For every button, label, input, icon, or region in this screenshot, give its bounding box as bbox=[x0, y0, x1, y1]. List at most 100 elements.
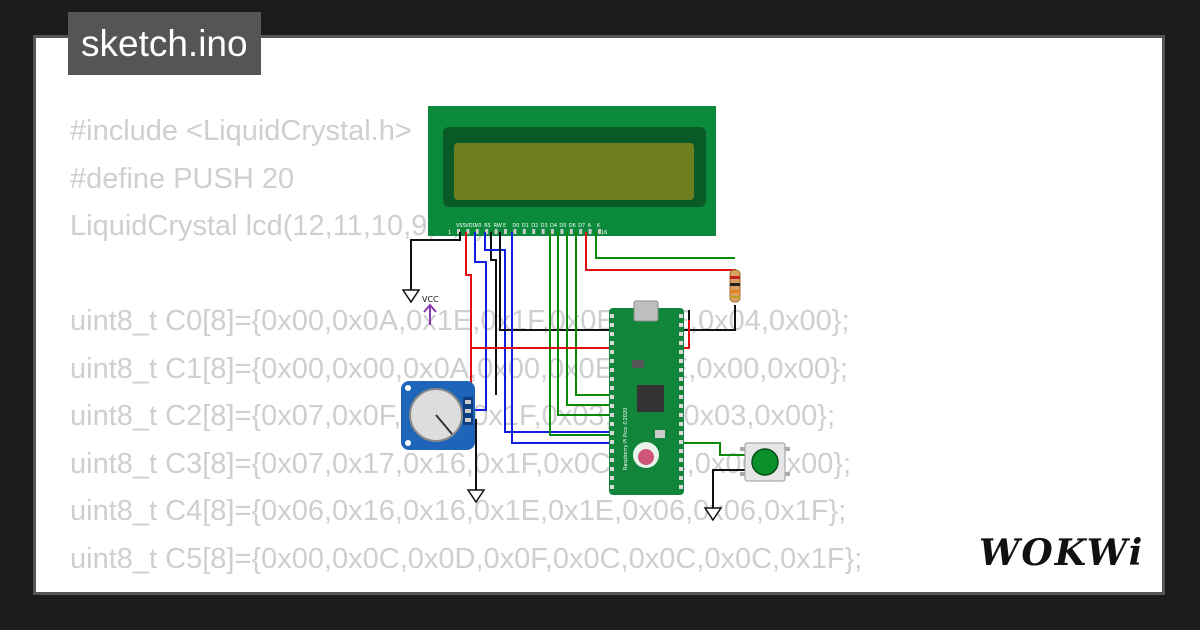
lcd-pin[interactable] bbox=[541, 229, 545, 234]
wire-blue-v0 bbox=[463, 232, 487, 411]
pico-pin[interactable] bbox=[610, 404, 614, 408]
wire-green-button bbox=[680, 442, 748, 456]
code-line: #include <LiquidCrystal.h> bbox=[70, 115, 412, 147]
pico-pin[interactable] bbox=[679, 458, 683, 462]
potentiometer[interactable] bbox=[401, 381, 475, 450]
pico-pin[interactable] bbox=[679, 467, 683, 471]
file-title-badge: sketch.ino bbox=[68, 12, 261, 75]
pico-pin[interactable] bbox=[679, 449, 683, 453]
pico-pin[interactable] bbox=[610, 476, 614, 480]
lcd-pin[interactable] bbox=[513, 229, 517, 234]
wire-green-d7 bbox=[575, 232, 614, 396]
lcd-pin[interactable] bbox=[551, 229, 554, 234]
pico-pin[interactable] bbox=[679, 368, 683, 372]
vcc-label: VCC bbox=[422, 295, 439, 304]
lcd-pin-first: 1 bbox=[448, 230, 451, 236]
pico-pins bbox=[610, 314, 683, 489]
pico-pin[interactable] bbox=[610, 314, 614, 318]
pico-pin[interactable] bbox=[610, 422, 614, 426]
code-line: uint8_t C1[8]={0x00,0x00,0x0A,0x00,0x0E,… bbox=[70, 352, 848, 385]
pico-pin[interactable] bbox=[610, 359, 614, 363]
pico-pin[interactable] bbox=[679, 323, 683, 327]
pico-pin[interactable] bbox=[610, 431, 614, 435]
pico-pin[interactable] bbox=[610, 395, 614, 399]
wire-green-d4 bbox=[549, 232, 614, 436]
wire-green-d6 bbox=[566, 232, 614, 406]
lcd-pin[interactable] bbox=[485, 229, 489, 234]
lcd-pin[interactable] bbox=[457, 229, 460, 234]
pico-pin[interactable] bbox=[679, 341, 683, 345]
resistor[interactable] bbox=[729, 269, 741, 303]
lcd-pin-label: D3 bbox=[541, 223, 548, 229]
pico-pin[interactable] bbox=[679, 440, 683, 444]
code-line: uint8_t C6[8]={0x1D,0x1C,0x0C,0x0C,0x0C,… bbox=[70, 583, 872, 592]
lcd-pin-label: D5 bbox=[559, 223, 566, 229]
ground-symbols bbox=[401, 289, 723, 522]
pico-pin[interactable] bbox=[610, 440, 614, 444]
wire-black-resistor bbox=[689, 305, 736, 331]
pico-pin[interactable] bbox=[610, 467, 614, 471]
pico-pin[interactable] bbox=[679, 476, 683, 480]
push-button[interactable] bbox=[740, 442, 790, 482]
pico-pin[interactable] bbox=[610, 458, 614, 462]
lcd-pin-label: A bbox=[588, 223, 592, 229]
logo-text: WOKWi bbox=[979, 532, 1144, 574]
pico-pin[interactable] bbox=[679, 386, 683, 390]
pico-pin[interactable] bbox=[679, 422, 683, 426]
pico-pin[interactable] bbox=[679, 332, 683, 336]
wire-black-vss bbox=[410, 232, 461, 290]
lcd-pin-label: D1 bbox=[522, 223, 529, 229]
pico-pin[interactable] bbox=[679, 431, 683, 435]
pico-pin[interactable] bbox=[679, 350, 683, 354]
wire-black-rs bbox=[490, 232, 497, 395]
lcd-pin[interactable] bbox=[598, 229, 601, 234]
lcd-pin[interactable] bbox=[569, 229, 573, 234]
lcd-pin-label: E bbox=[503, 223, 506, 229]
lcd-pin[interactable] bbox=[588, 229, 592, 234]
lcd-pin-last: 16 bbox=[601, 230, 607, 236]
wire-green-d5 bbox=[557, 232, 614, 416]
pico-pin[interactable] bbox=[679, 377, 683, 381]
code-line: #define PUSH 20 bbox=[70, 162, 295, 195]
pico-pin[interactable] bbox=[610, 350, 614, 354]
vcc-symbol: VCC bbox=[422, 295, 439, 325]
lcd-pin-label: V0 bbox=[475, 223, 482, 229]
lcd-pin[interactable] bbox=[532, 229, 536, 234]
pico-pin[interactable] bbox=[610, 332, 614, 336]
code-line: uint8_t C2[8]={0x07,0x0F,0x16,0x1F,0x03,… bbox=[70, 400, 836, 432]
pico-pin[interactable] bbox=[679, 395, 683, 399]
lcd-pin[interactable] bbox=[579, 229, 583, 234]
pico-pin[interactable] bbox=[610, 377, 614, 381]
lcd-pin[interactable] bbox=[522, 229, 526, 234]
pico-pin[interactable] bbox=[679, 359, 683, 363]
pico-pin[interactable] bbox=[679, 314, 683, 318]
pico-pin[interactable] bbox=[679, 485, 683, 489]
lcd-pin-label: D4 bbox=[550, 223, 557, 229]
pico-pin[interactable] bbox=[610, 449, 614, 453]
pico-pin[interactable] bbox=[610, 341, 614, 345]
pico-pin[interactable] bbox=[610, 386, 614, 390]
lcd-pin-label: D2 bbox=[531, 223, 538, 229]
wire-blue-e bbox=[511, 232, 614, 444]
lcd-pin[interactable] bbox=[475, 229, 479, 234]
lcd-pin[interactable] bbox=[504, 229, 507, 234]
lcd-pin[interactable] bbox=[494, 229, 498, 234]
pico-pin[interactable] bbox=[610, 413, 614, 417]
lcd-pin[interactable] bbox=[466, 229, 470, 234]
wire-red-power bbox=[470, 320, 690, 395]
pico-pin[interactable] bbox=[610, 368, 614, 372]
wire-red-vdd bbox=[463, 232, 472, 401]
lcd-pin-label: VDD bbox=[465, 223, 476, 229]
wire-blue-rs bbox=[484, 232, 614, 433]
pico-pin[interactable] bbox=[679, 404, 683, 408]
lcd-pin-label: K bbox=[597, 223, 601, 229]
pico-pin[interactable] bbox=[610, 485, 614, 489]
raspberry-pi-pico[interactable]: Raspberry Pi Pico ©2020 bbox=[609, 300, 684, 495]
lcd-pin[interactable] bbox=[560, 229, 564, 234]
lcd-pin-label: D6 bbox=[569, 223, 576, 229]
pico-pin[interactable] bbox=[679, 413, 683, 417]
pico-pin[interactable] bbox=[610, 323, 614, 327]
